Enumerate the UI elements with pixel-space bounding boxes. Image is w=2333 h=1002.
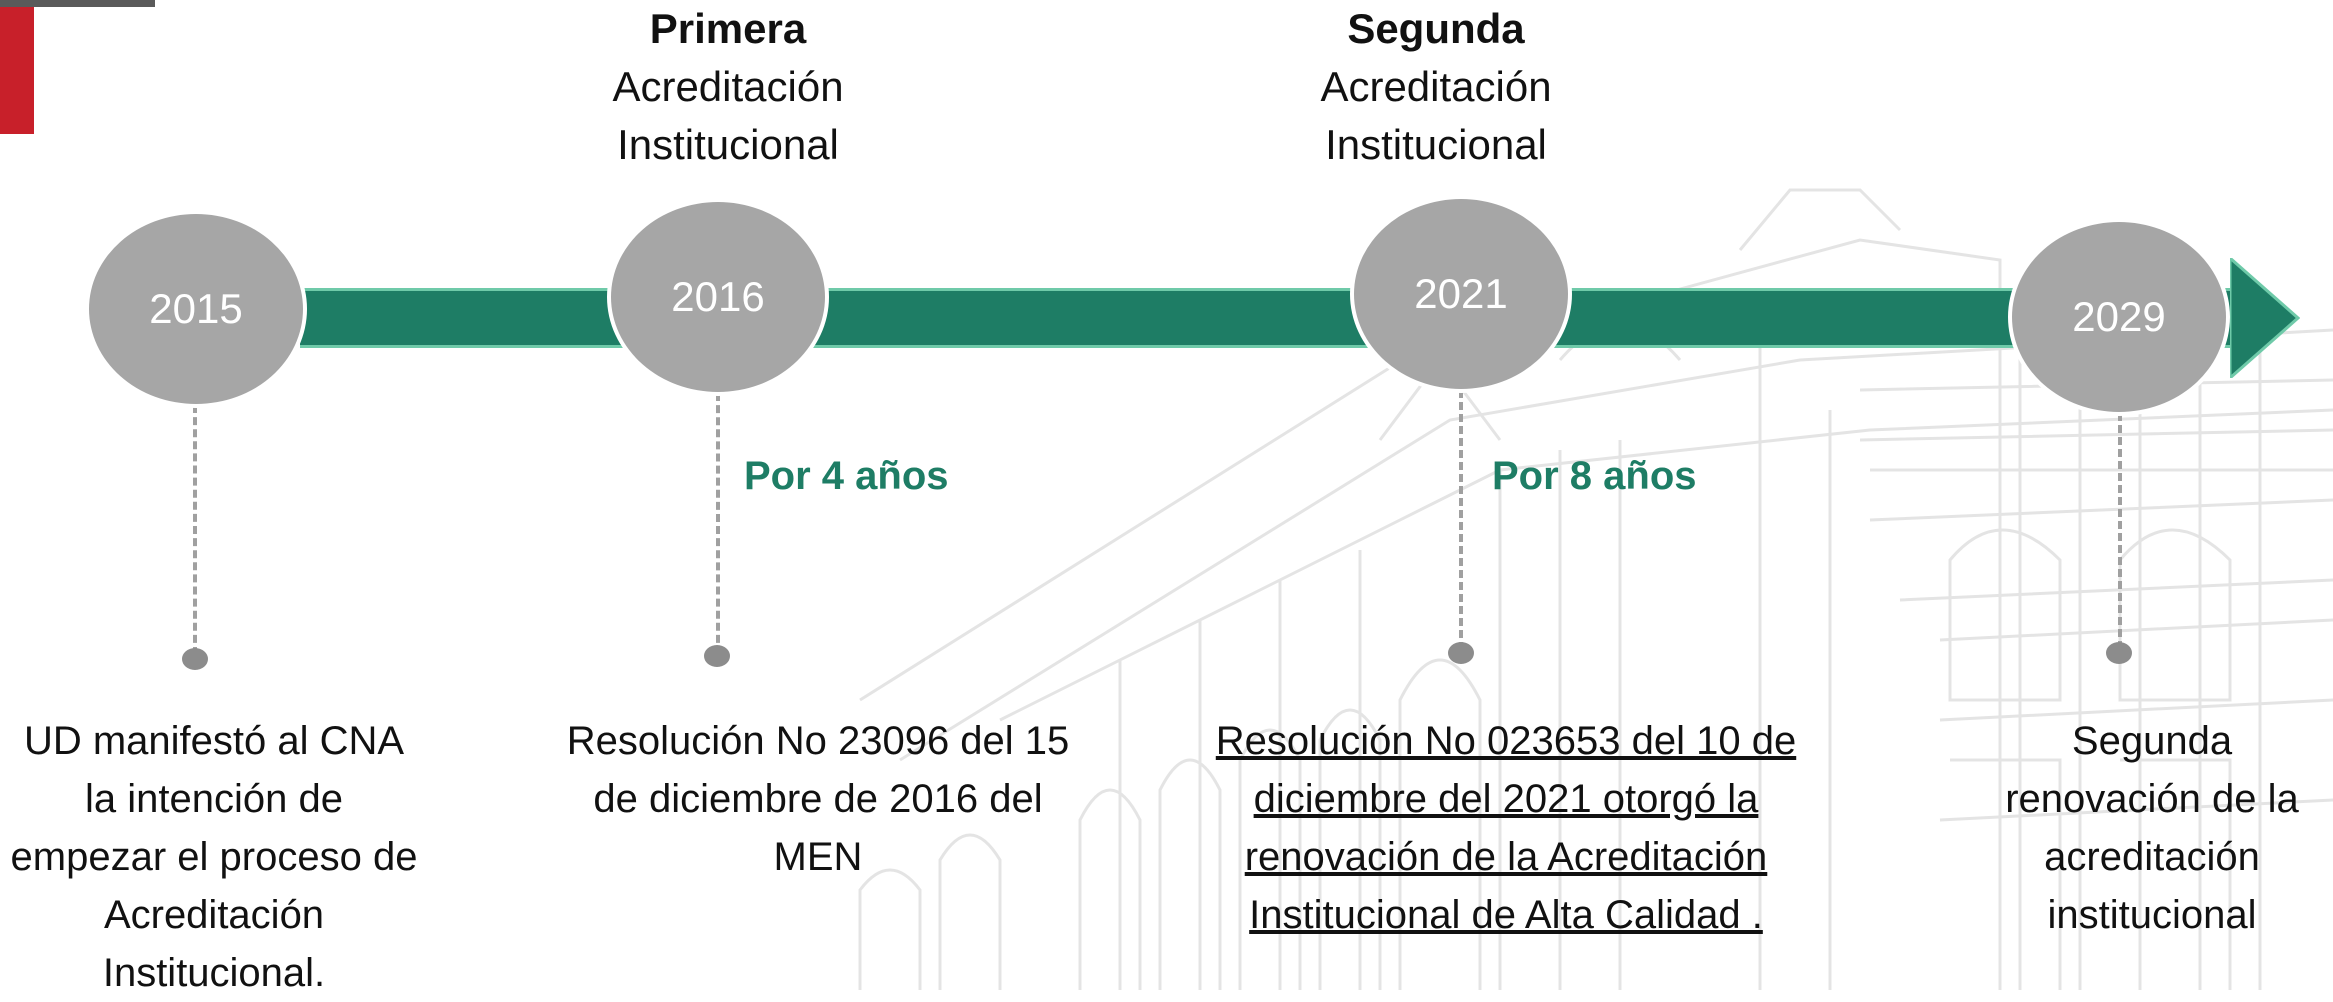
description-2015: UD manifestó al CNA la intención de empe…	[10, 719, 418, 995]
drop-line-2016	[716, 393, 720, 655]
drop-dot-2015	[182, 648, 208, 670]
duration-2021: Por 8 años	[1492, 454, 1697, 498]
brand-dark-strip	[0, 0, 155, 7]
year-node-2015: 2015	[85, 210, 307, 408]
drop-dot-2016	[704, 645, 730, 667]
drop-line-2029	[2118, 413, 2122, 649]
description-2021: Resolución No 023653 del 10 de diciembre…	[1215, 719, 1797, 937]
heading-2021-bold: Segunda	[1347, 5, 1525, 52]
year-node-2016: 2016	[607, 198, 829, 396]
year-node-2029: 2029	[2008, 218, 2230, 416]
heading-2016-bold: Primera	[649, 5, 807, 52]
drop-line-2021	[1459, 390, 1463, 650]
heading-2021-text: Acreditación Institucional	[1320, 63, 1552, 168]
heading-2016-text: Acreditación Institucional	[612, 63, 844, 168]
timeline-arrowhead	[2230, 258, 2300, 378]
description-2016: Resolución No 23096 del 15 de diciembre …	[566, 719, 1070, 879]
year-node-2021: 2021	[1350, 195, 1572, 393]
heading-2016: Primera Acreditación Institucional	[548, 0, 908, 174]
timeline-bar	[300, 288, 2240, 348]
drop-dot-2021	[1448, 642, 1474, 664]
duration-2016: Por 4 años	[744, 454, 949, 498]
heading-2021: Segunda Acreditación Institucional	[1256, 0, 1616, 174]
drop-dot-2029	[2106, 642, 2132, 664]
description-2029: Segunda renovación de la acreditación in…	[2005, 719, 2299, 937]
drop-line-2015	[193, 405, 197, 655]
brand-red-bar	[0, 0, 34, 134]
